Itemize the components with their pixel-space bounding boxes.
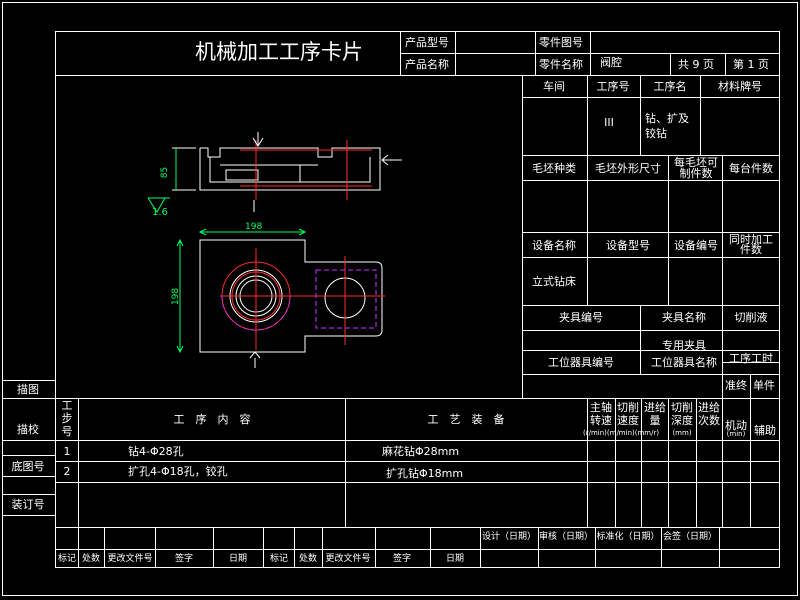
process-time-label: 工序工时 (729, 352, 773, 365)
fixture-no-label: 夹具编号 (559, 311, 603, 324)
blank-count-label-1: 每毛坯可 (674, 156, 718, 169)
process-name-value-1: 钻、扩及 (645, 112, 689, 125)
equipment-name-label: 设备名称 (532, 239, 576, 252)
step-row-1-equipment: 麻花钻Φ28mm (382, 445, 460, 458)
spindle-header-2: 转速 (590, 414, 612, 427)
fixture-name-value: 专用夹具 (662, 339, 706, 352)
dim-height-label: 85 (160, 166, 171, 179)
cut-depth-header-2: 深度 (671, 414, 693, 427)
station-tool-name-label: 工位器具名称 (651, 356, 717, 369)
signoff-count-1: 处数 (81, 554, 101, 564)
step-row-1-no: 1 (63, 445, 71, 458)
equipment-no-label: 设备编号 (674, 239, 718, 252)
simultaneous-label-2: 件数 (740, 243, 762, 256)
left-label-binding-no: 装订号 (11, 498, 45, 511)
units-header: (r/min)(m/min)(mm/r) (583, 429, 660, 437)
left-label-check: 描校 (17, 423, 39, 436)
equipment-header: 工 艺 装 备 (427, 413, 505, 426)
product-name-label: 产品名称 (405, 58, 449, 71)
coolant-label: 切削液 (734, 311, 768, 324)
product-model-label: 产品型号 (405, 36, 449, 49)
card-title: 机械加工工序卡片 (195, 40, 363, 64)
step-header-3: 号 (61, 425, 73, 438)
cut-depth-header-1: 切削 (671, 401, 693, 414)
standard-date-label: 标准化（日期） (596, 532, 660, 542)
left-label-trace: 描图 (17, 383, 39, 396)
process-name-value-2: 铰钻 (645, 127, 667, 140)
step-row-2-content: 扩孔4-Φ18孔，铰孔 (128, 465, 228, 478)
signoff-change-doc-2: 更改文件号 (325, 554, 371, 564)
section-centerlines (255, 140, 348, 200)
dim-width-label: 198 (245, 222, 263, 232)
equipment-name-value: 立式钻床 (532, 275, 576, 288)
step-header-2: 步 (61, 412, 73, 425)
simultaneous-label-1: 同时加工 (729, 233, 773, 246)
page-number: 第 1 页 (733, 58, 769, 71)
process-no-value: III (604, 116, 614, 129)
feed-times-header-2: 次数 (698, 414, 720, 427)
total-pages: 共 9 页 (678, 58, 714, 71)
signoff-count-2: 处数 (298, 554, 318, 564)
machine-time-header-2: (min) (726, 430, 746, 438)
fixture-name-label: 夹具名称 (662, 311, 706, 324)
section-view (199, 147, 381, 191)
cut-speed-header-2: 速度 (617, 414, 639, 427)
plan-red-outline (220, 248, 385, 350)
signoff-date-2: 日期 (445, 554, 465, 564)
feed-header-2: 量 (649, 414, 661, 427)
review-date-label: 审核（日期） (538, 532, 594, 542)
part-name-value: 阀腔 (600, 56, 622, 69)
signoff-mark-1: 标记 (57, 554, 77, 564)
dim-vert-label: 198 (171, 287, 182, 306)
design-date-label: 设计（日期） (481, 532, 537, 542)
step-header-1: 工 (61, 399, 73, 412)
countersign-date-label: 会签（日期） (662, 532, 718, 542)
content-header: 工 序 内 容 (173, 413, 251, 426)
workshop-label: 车间 (543, 80, 565, 93)
left-label-base-no: 底图号 (11, 460, 45, 473)
signoff-mark-2: 标记 (269, 554, 289, 564)
machine-time-header-1: 机动 (725, 419, 747, 432)
material-label: 材料牌号 (718, 80, 762, 93)
equipment-model-label: 设备型号 (606, 239, 650, 252)
process-name-label: 工序名 (653, 80, 687, 93)
unit-label: 单件 (753, 379, 775, 392)
signoff-sign-2: 签字 (392, 554, 412, 564)
aux-time-header: 辅助 (754, 424, 776, 437)
process-no-label: 工序号 (596, 80, 630, 93)
feed-times-header-1: 进给 (698, 401, 720, 414)
plan-magenta-outline (221, 269, 377, 331)
blank-count-label-2: 制件数 (679, 167, 713, 180)
units-depth-header: (mm) (672, 429, 692, 437)
step-row-2-equipment: 扩孔钻Φ18mm (386, 467, 464, 480)
step-row-2-no: 2 (63, 465, 71, 478)
plan-clamp-arrows (249, 351, 261, 368)
plan-dimensions (176, 228, 307, 354)
part-drawing-no-label: 零件图号 (539, 36, 583, 49)
cut-speed-header-1: 切削 (617, 401, 639, 414)
blank-size-label: 毛坯外形尺寸 (595, 162, 661, 175)
blank-type-label: 毛坯种类 (532, 162, 576, 175)
dim-roughness-label: 1.6 (152, 207, 168, 218)
signoff-change-doc-1: 更改文件号 (107, 554, 153, 564)
section-dimensions (147, 132, 402, 213)
prep-label: 准终 (725, 379, 747, 392)
station-tool-no-label: 工位器具编号 (548, 356, 614, 369)
feed-header-1: 进给 (644, 401, 666, 414)
signoff-date-1: 日期 (228, 554, 248, 564)
step-row-1-content: 钻4-Φ28孔 (128, 445, 184, 458)
part-name-label: 零件名称 (539, 58, 583, 71)
signoff-sign-1: 签字 (174, 554, 194, 564)
spindle-header-1: 主轴 (590, 401, 612, 414)
per-unit-count-label: 每台件数 (729, 162, 773, 175)
